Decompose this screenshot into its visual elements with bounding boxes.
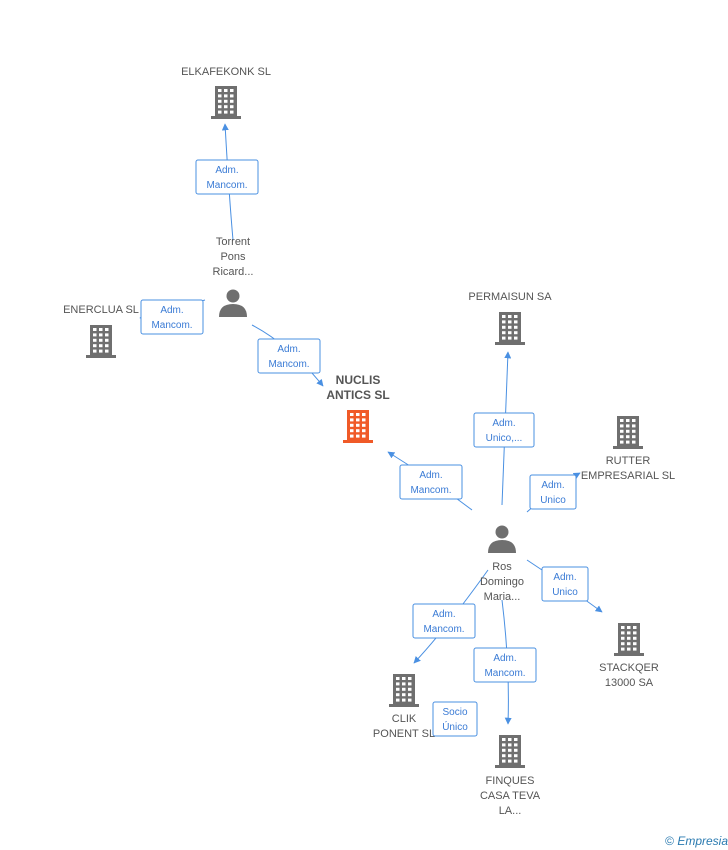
edge-label-ros-finques[interactable]: Adm. Mancom. xyxy=(473,647,537,683)
edge-label-line: Adm. xyxy=(419,470,442,481)
edge-label-line: Adm. xyxy=(277,344,300,355)
node-elkafekonk[interactable]: ELKAFEKONK SL xyxy=(181,66,271,119)
person-icon xyxy=(219,289,247,317)
edge-label-ros-stackqer[interactable]: Adm. Unico xyxy=(541,566,589,602)
node-label: NUCLIS xyxy=(336,373,381,387)
node-label: RUTTER xyxy=(606,455,651,467)
building-icon xyxy=(495,312,525,345)
node-rutter[interactable]: RUTTER EMPRESARIAL SL xyxy=(581,416,675,482)
building-icon xyxy=(613,416,643,449)
node-label: ENERCLUA SL xyxy=(63,304,139,316)
edge-label-line: Mancom. xyxy=(268,359,309,370)
node-label: Ros xyxy=(492,561,512,573)
edge-label-line: Adm. xyxy=(553,572,576,583)
edge-label-ros-permaisun[interactable]: Adm. Unico,... xyxy=(473,412,535,448)
edge-label-line: Mancom. xyxy=(410,485,451,496)
edge-label-line: Mancom. xyxy=(423,624,464,635)
node-label: Pons xyxy=(220,251,246,263)
edge-label-line: Adm. xyxy=(493,653,516,664)
edge-label-line: Unico,... xyxy=(486,433,523,444)
building-icon xyxy=(389,674,419,707)
edge-label-line: Socio xyxy=(442,707,467,718)
edge-label-torrent-nuclis[interactable]: Adm. Mancom. xyxy=(257,338,321,374)
building-icon xyxy=(495,735,525,768)
edge-label-ros-rutter[interactable]: Adm. Unico xyxy=(529,474,577,510)
copyright-symbol: © xyxy=(665,834,674,848)
building-icon xyxy=(343,410,373,443)
node-enerclua[interactable]: ENERCLUA SL xyxy=(63,304,139,358)
building-icon xyxy=(211,86,241,119)
edge-label-line: Mancom. xyxy=(151,320,192,331)
node-label: LA... xyxy=(499,805,522,817)
node-label: Torrent xyxy=(216,236,250,248)
edge-label-ros-clik[interactable]: Adm. Mancom. xyxy=(412,603,476,639)
node-clik[interactable]: CLIK PONENT SL xyxy=(373,674,435,740)
edge-label-ros-nuclis[interactable]: Adm. Mancom. xyxy=(399,464,463,500)
node-ros[interactable]: RosDomingoMaria... xyxy=(480,525,524,604)
node-label: ELKAFEKONK SL xyxy=(181,66,271,78)
node-label: ANTICS SL xyxy=(326,388,389,402)
edge-label-line: Unico xyxy=(540,495,566,506)
edge-label-line: Mancom. xyxy=(206,180,247,191)
edge-label-line: Adm. xyxy=(160,305,183,316)
node-finques[interactable]: FINQUES CASA TEVA LA... xyxy=(480,735,541,817)
building-icon xyxy=(86,325,116,358)
node-label: FINQUES xyxy=(486,775,535,787)
node-stackqer[interactable]: STACKQER 13000 SA xyxy=(599,623,659,689)
node-label: 13000 SA xyxy=(605,677,654,689)
node-label: EMPRESARIAL SL xyxy=(581,470,675,482)
node-label: CASA TEVA xyxy=(480,790,541,802)
brand-logo: Empresia xyxy=(677,834,728,848)
footer-brand[interactable]: © Empresia xyxy=(665,834,728,848)
edge-label-line: Adm. xyxy=(492,418,515,429)
edge-label-torrent-elkafekonk[interactable]: Adm. Mancom. xyxy=(195,159,259,195)
edge-label-line: Único xyxy=(442,720,468,733)
edge-label-line: Unico xyxy=(552,587,578,598)
edge-labels-layer: Adm. Mancom. Adm. Mancom. Adm. Mancom. Adm. Man… xyxy=(140,159,589,737)
node-label: STACKQER xyxy=(599,662,659,674)
edge-label-line: Adm. xyxy=(215,165,238,176)
edge-label-line: Adm. xyxy=(541,480,564,491)
node-label: Maria... xyxy=(484,591,521,603)
building-icon xyxy=(614,623,644,656)
node-torrent[interactable]: TorrentPonsRicard... xyxy=(213,236,254,317)
edge-label-line: Mancom. xyxy=(484,668,525,679)
node-label: CLIK xyxy=(392,713,417,725)
edge-label-torrent-enerclua[interactable]: Adm. Mancom. xyxy=(140,299,204,335)
node-label: Ricard... xyxy=(213,266,254,278)
node-label: PONENT SL xyxy=(373,728,435,740)
person-icon xyxy=(488,525,516,553)
edge-label-line: Adm. xyxy=(432,609,455,620)
node-label: Domingo xyxy=(480,576,524,588)
node-label: PERMAISUN SA xyxy=(468,291,552,303)
node-permaisun[interactable]: PERMAISUN SA xyxy=(468,291,552,345)
